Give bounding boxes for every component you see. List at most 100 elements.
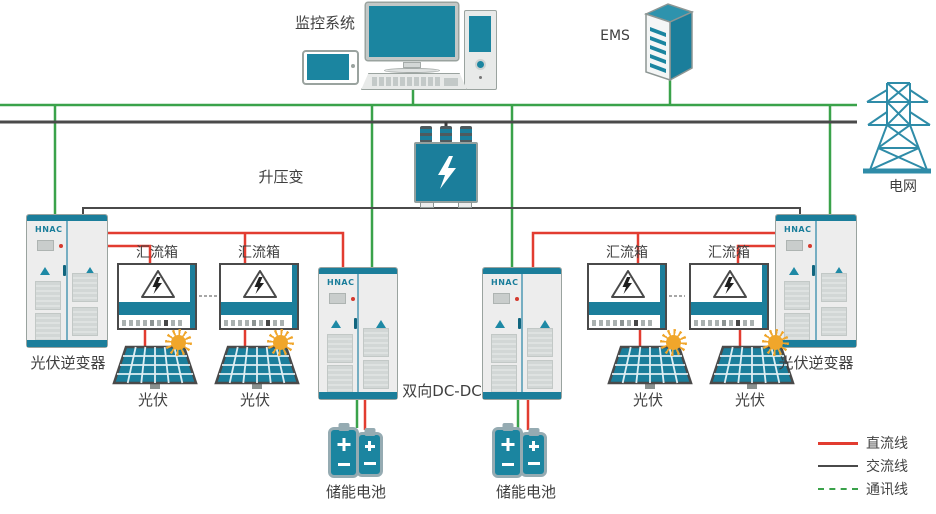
monitoring-system-label: 监控系统	[294, 14, 355, 32]
brand-logo: HNAC	[491, 278, 519, 287]
cabinet-door-divider	[521, 274, 523, 392]
battery-minus	[501, 463, 514, 466]
cabinet-base-strip	[27, 340, 107, 347]
cabinet-vent	[491, 365, 517, 394]
tablet-home-button	[351, 64, 355, 68]
combiner-box-2	[219, 263, 299, 330]
legend-comm-line-swatch	[818, 488, 858, 490]
legend-comm-label: 通讯线	[866, 482, 908, 498]
warning-triangle-icon	[495, 320, 505, 328]
legend-dc-label: 直流线	[866, 436, 908, 452]
legend-item-dc: 直流线	[818, 433, 908, 453]
cabinet-vent	[527, 328, 553, 357]
combiner-band	[691, 302, 762, 315]
warning-triangle-icon	[40, 267, 50, 275]
cabinet-vent	[821, 273, 847, 302]
dcdc-label: 双向DC-DC	[402, 382, 482, 400]
ac-lower-bus	[82, 207, 801, 215]
pv-panel-2	[214, 345, 300, 389]
pv-inverter-left: HNAC	[26, 214, 108, 348]
cabinet-top-strip	[776, 215, 856, 221]
battery-minus	[527, 462, 540, 465]
cabinet-display	[493, 293, 510, 304]
legend-dc-line-swatch	[818, 441, 858, 445]
pv-panel-1	[112, 345, 198, 389]
combiner-side-strip	[292, 265, 297, 328]
grid-label: 电网	[889, 179, 917, 195]
combiner-band	[119, 302, 190, 315]
cabinet-top-strip	[27, 215, 107, 221]
battery-plus	[337, 438, 350, 451]
dc-right-lower	[736, 244, 775, 264]
cabinet-vent	[327, 334, 353, 363]
cabinet-vent	[491, 334, 517, 363]
cabinet-handle	[354, 318, 357, 329]
cabinet-base-strip	[483, 392, 561, 399]
cabinet-vent	[363, 328, 389, 357]
battery-group-right	[492, 420, 550, 480]
cabinet-vent	[527, 360, 553, 389]
transformer-foot	[458, 202, 472, 208]
keyboard-pad	[444, 78, 458, 86]
cabinet-handle	[518, 318, 521, 329]
battery-minus	[337, 463, 350, 466]
warning-triangle-icon	[85, 267, 95, 275]
combiner-band	[221, 302, 292, 315]
transformer-bushing	[460, 126, 472, 143]
warning-triangle-icon	[789, 267, 799, 275]
warning-triangle-icon	[376, 320, 386, 328]
cabinet-base-strip	[776, 340, 856, 347]
battery-terminal	[528, 428, 539, 436]
combiner-label-1: 汇流箱	[136, 245, 178, 261]
dc-right-upper	[531, 231, 775, 268]
battery-left-label: 储能电池	[325, 483, 386, 501]
combiner-side-strip	[660, 265, 665, 328]
brand-logo: HNAC	[784, 225, 812, 234]
cabinet-handle	[63, 265, 66, 276]
cabinet-vent	[327, 365, 353, 394]
combiner-label-3: 汇流箱	[606, 245, 648, 261]
battery-terminal	[338, 423, 349, 431]
cabinet-led	[351, 297, 355, 301]
transformer-bushing	[440, 126, 452, 143]
cabinet-led	[59, 244, 63, 248]
cabinet-vent	[72, 273, 98, 302]
warning-triangle-icon	[540, 320, 550, 328]
legend-item-comm: 通讯线	[818, 479, 908, 499]
combiner-box-1	[117, 263, 197, 330]
pv-panel-3	[607, 345, 693, 389]
dc-left-upper	[108, 231, 345, 268]
combiner-label-2: 汇流箱	[238, 245, 280, 261]
battery-right-label: 储能电池	[495, 483, 556, 501]
sun-icon	[267, 329, 294, 356]
transformer-icon	[414, 126, 478, 208]
cabinet-door-divider	[66, 221, 68, 340]
legend-ac-line-swatch	[818, 465, 858, 467]
dcdc-converter-right: HNAC	[482, 267, 562, 400]
pc-power-button	[475, 59, 486, 70]
cabinet-base-strip	[319, 392, 397, 399]
battery-icon	[328, 423, 359, 478]
cabinet-vent	[35, 313, 61, 342]
cabinet-vent	[784, 281, 810, 310]
pv-label-4: 光伏	[734, 391, 765, 409]
brand-logo: HNAC	[327, 278, 355, 287]
monitor-icon	[366, 3, 458, 60]
battery-group-left	[328, 420, 386, 480]
sun-icon	[165, 329, 192, 356]
battery-icon	[356, 428, 383, 477]
cabinet-top-strip	[483, 268, 561, 274]
transformer-foot	[420, 202, 434, 208]
cabinet-display	[329, 293, 346, 304]
high-voltage-warning-icon	[243, 270, 277, 298]
cabinet-vent	[821, 307, 847, 336]
combiner-band	[589, 302, 660, 315]
transformer-bushing	[420, 126, 432, 143]
battery-plus	[364, 441, 375, 451]
warning-triangle-icon	[834, 267, 844, 275]
sun-icon	[762, 329, 789, 356]
cabinet-led	[515, 297, 519, 301]
transformer-body	[414, 142, 478, 203]
keyboard-icon	[361, 73, 467, 90]
cabinet-display	[37, 240, 54, 251]
